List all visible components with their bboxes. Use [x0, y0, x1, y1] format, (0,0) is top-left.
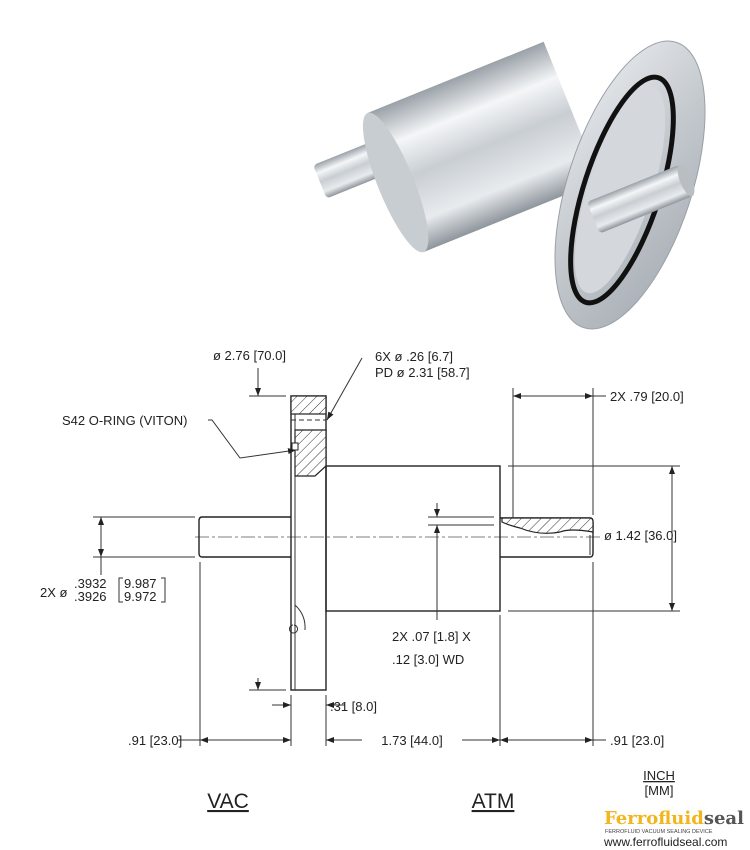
- svg-text:Ferrofluidseal: Ferrofluidseal: [604, 808, 744, 829]
- flange-thickness-label: .31 [8.0]: [330, 699, 377, 714]
- left-shaft-length-label: .91 [23.0]: [128, 733, 182, 748]
- svg-text:2X ø: 2X ø: [40, 585, 68, 600]
- flat-label-1: 2X .07 [1.8] X: [392, 629, 471, 644]
- unit-inch: INCH: [643, 768, 675, 783]
- oring-label: S42 O-RING (VITON): [62, 413, 187, 428]
- housing-od-label: ø 1.42 [36.0]: [604, 528, 677, 543]
- vac-side-label: VAC: [207, 790, 249, 813]
- flat-label-2: .12 [3.0] WD: [392, 652, 464, 667]
- svg-text:9.972: 9.972: [124, 589, 157, 604]
- dimension-lines: [93, 357, 680, 746]
- shaft-diameter-label: 2X ø .3932 .3926 9.987 9.972: [40, 576, 166, 604]
- housing: [325, 465, 501, 612]
- product-3d-render: [314, 40, 706, 330]
- shaft-extension-label: 2X .79 [20.0]: [610, 389, 684, 404]
- housing-length-label: 1.73 [44.0]: [381, 733, 442, 748]
- vac-shaft: [198, 516, 291, 558]
- atm-side-label: ATM: [472, 790, 515, 813]
- brand-url: www.ferrofluidseal.com: [603, 835, 727, 849]
- right-shaft-length-label: .91 [23.0]: [610, 733, 664, 748]
- svg-text:.3932: .3932: [74, 576, 107, 591]
- flange-od-label: ø 2.76 [70.0]: [213, 348, 286, 363]
- svg-text:9.987: 9.987: [124, 576, 157, 591]
- flange: [289, 395, 327, 691]
- atm-shaft: [500, 517, 594, 558]
- pitch-diameter-label: PD ø 2.31 [58.7]: [375, 365, 470, 380]
- brand-tagline: FERROFLUID VACUUM SEALING DEVICE: [605, 829, 713, 835]
- brand-logo: Ferrofluidseal FERROFLUID VACUUM SEALING…: [603, 808, 744, 849]
- bolt-holes-label: 6X ø .26 [6.7]: [375, 349, 453, 364]
- svg-text:.3926: .3926: [74, 589, 107, 604]
- unit-mm: [MM]: [645, 783, 674, 798]
